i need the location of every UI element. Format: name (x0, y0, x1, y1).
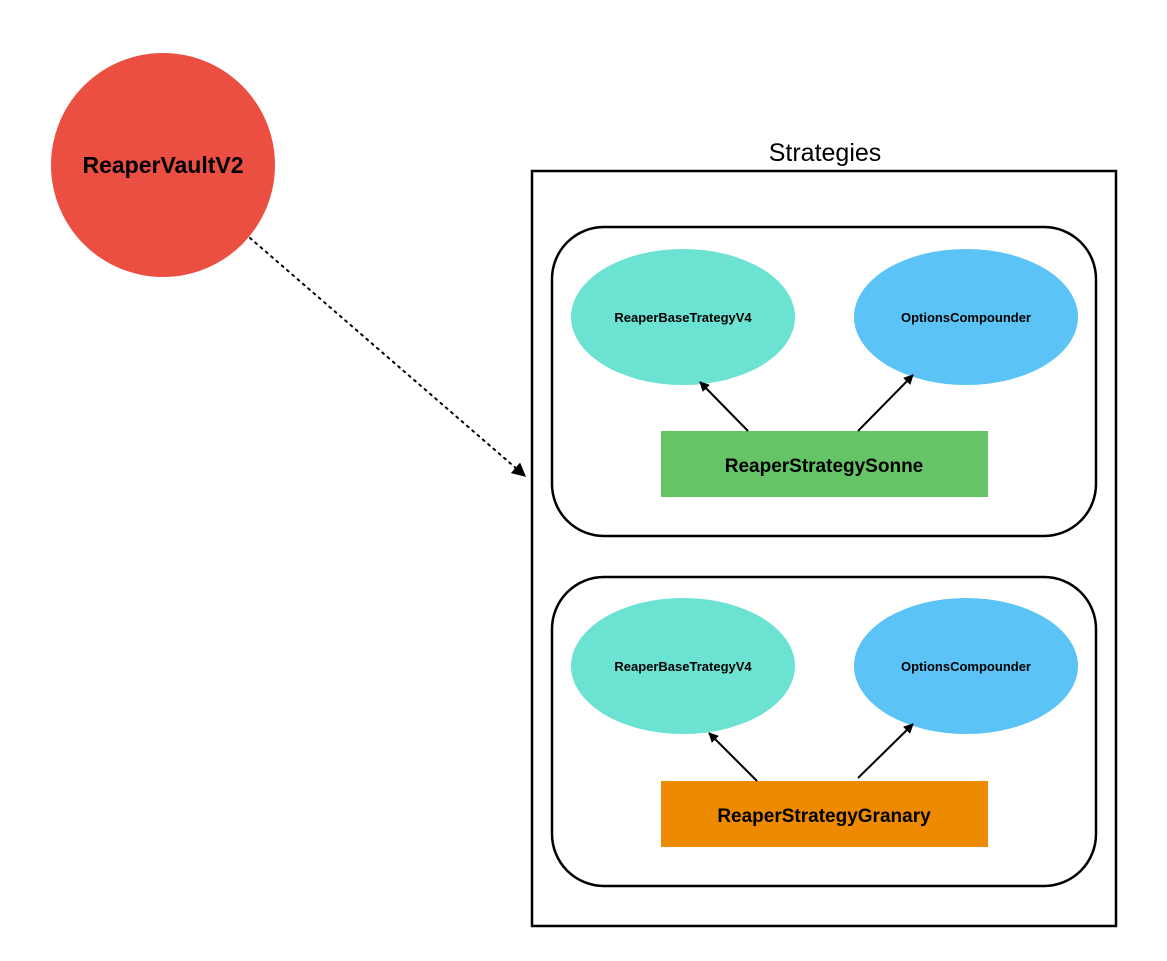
strategies-title: Strategies (769, 139, 882, 167)
options-compounder-label: OptionsCompounder (901, 310, 1031, 325)
vault-label: ReaperVaultV2 (82, 152, 243, 178)
base-strategy-label: ReaperBaseTrategyV4 (614, 310, 752, 325)
group-frame (550, 575, 1098, 888)
inherits-compounder-arrow (857, 723, 914, 779)
strategy-sonne-label: ReaperStrategySonne (725, 456, 924, 477)
strategy-group-granary: ReaperBaseTrategyV4 OptionsCompounder Re… (550, 575, 1098, 888)
strategies-container: Strategies (530, 139, 1118, 928)
strategy-group-sonne: ReaperBaseTrategyV4 OptionsCompounder Re… (550, 225, 1098, 538)
base-strategy-node (571, 249, 795, 385)
inherits-base-arrow (708, 732, 758, 782)
inherits-base-arrow (699, 381, 749, 432)
options-compounder-node (854, 598, 1078, 734)
base-strategy-node (571, 598, 795, 734)
inherits-compounder-arrow (857, 374, 914, 432)
base-strategy-label: ReaperBaseTrategyV4 (614, 659, 752, 674)
options-compounder-node (854, 249, 1078, 385)
vault-to-strategies-connector (249, 237, 527, 477)
strategy-granary-label: ReaperStrategyGranary (717, 806, 931, 827)
strategy-sonne-box (661, 431, 988, 497)
options-compounder-label: OptionsCompounder (901, 659, 1031, 674)
vault-circle (51, 53, 275, 277)
vault-node: ReaperVaultV2 (51, 53, 275, 277)
strategy-granary-box (661, 781, 988, 847)
strategies-frame (530, 169, 1118, 928)
group-frame (550, 225, 1098, 538)
